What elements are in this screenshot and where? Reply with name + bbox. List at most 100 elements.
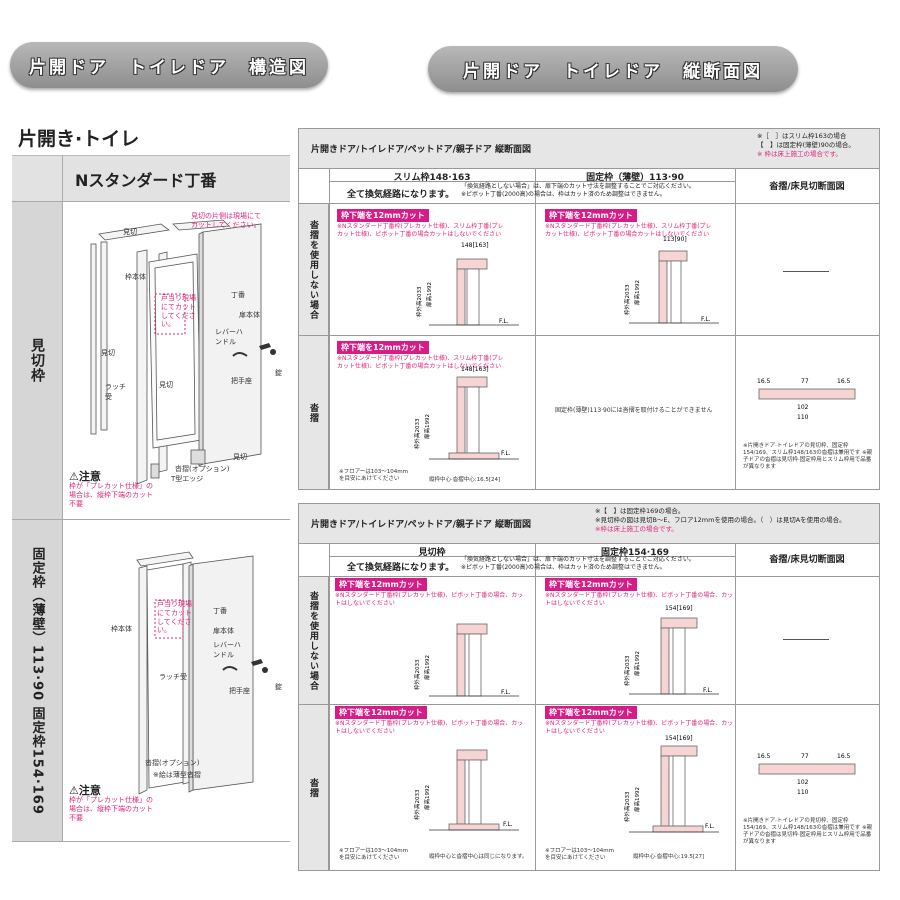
label-mikiri-4: 見切 xyxy=(233,453,247,461)
svg-text:F.L.: F.L. xyxy=(501,689,511,696)
svg-text:扉高1992: 扉高1992 xyxy=(425,282,433,307)
cut-badge-fixed: 枠下端を12mmカット xyxy=(545,209,637,222)
not-applicable-dash xyxy=(783,271,829,272)
svg-text:F.L.: F.L. xyxy=(499,318,509,325)
sill-section-diagram-2: 16.5 77 16.5 102 110 xyxy=(757,753,856,796)
label-mikiri-3: 見切 xyxy=(159,381,173,389)
svg-text:枠外高2033: 枠外高2033 xyxy=(623,791,631,822)
svg-text:F.L.: F.L. xyxy=(503,821,513,828)
svg-text:154[169]: 154[169] xyxy=(665,605,693,612)
svg-text:16.5: 16.5 xyxy=(757,378,771,385)
svg-text:F.L.: F.L. xyxy=(705,823,715,830)
cut-note-2: ※Nスタンダード丁番枠(プレカット仕様)、ピボット丁番の場合、カットはしないでく… xyxy=(335,592,524,608)
section-diagram-fixed154-nosill: 154[169] F.L. 枠外高2033 扉高1992 xyxy=(623,605,719,695)
col-header-mikiri: 見切枠 xyxy=(418,548,446,558)
svg-text:扉高1992: 扉高1992 xyxy=(423,655,431,680)
svg-text:110: 110 xyxy=(797,789,809,796)
all-vent-label-2: 全て換気経路になります。 xyxy=(347,563,455,573)
door-structure-diagram-2 xyxy=(136,551,268,795)
label-sill-note-2: ※絵は薄型沓摺 xyxy=(153,771,201,779)
svg-text:102: 102 xyxy=(797,404,809,411)
row-label-fixed: 固定枠（薄壁）113·90 固定枠154·169 xyxy=(12,520,62,841)
section-diagram-fixed154-sill: 154[169] F.L. 枠外高2033 扉高1992 xyxy=(623,735,719,833)
row-label-mikiri: 見切枠 xyxy=(12,202,62,519)
table1-note3: ※ 枠は床上施工の場合です。 xyxy=(757,149,842,158)
label-latch: ラッチ受 xyxy=(105,383,126,401)
label-hinge-2: 丁番 xyxy=(213,607,227,615)
svg-text:148[163]: 148[163] xyxy=(461,366,489,373)
table-title-1: 片開きドア/トイレドア/ペットドア/親子ドア 縦断面図 xyxy=(311,145,531,155)
structure-row-fixed: 固定枠（薄壁）113·90 固定枠154·169 枠本体 戸当り現場にてカットし… xyxy=(12,520,290,842)
caution-title: ⚠注意 xyxy=(69,470,101,483)
door-structure-diagram-1 xyxy=(90,219,276,485)
label-mikiri-note: 見切の片側は現場にてカットしてください。 xyxy=(191,212,261,229)
section-title-section: 片開ドア トイレドア 縦断面図 xyxy=(428,46,798,92)
center-note-2-2: 縦枠中心·沓摺中心:19.5[27] xyxy=(633,854,705,860)
cut-note-2-sill: ※Nスタンダード丁番枠(プレカット仕様)、ピボット丁番の場合、カットはしないでく… xyxy=(335,720,524,736)
sill-note: ※片開きドア·トイレドアの見切枠、固定枠154/169、スリム枠148/163の… xyxy=(743,443,873,471)
vent-note-2: ※ピボット丁番(2000高)の場合は、枠はカット済のため調整はできません。 xyxy=(461,190,666,198)
table1-note1: ※［ ］はスリム枠163の場合 xyxy=(757,132,847,140)
svg-text:16.5: 16.5 xyxy=(837,378,851,385)
svg-text:F.L.: F.L. xyxy=(703,687,713,694)
structure-row-mikiri: 見切枠 xyxy=(12,202,290,520)
table2-note3: ※枠は床上施工の場合です。 xyxy=(595,524,678,533)
label-doorstop-note: 戸当り現場にてカットしてください。 xyxy=(161,294,196,329)
section-diagram-slim-nosill: 148[163] F.L. xyxy=(429,242,519,326)
vent-note-2-2: ※ピボット丁番(2000高)の場合は、枠はカット済のため調整はできません。 xyxy=(461,563,666,571)
label-latch-2: ラッチ受 xyxy=(159,673,187,681)
svg-text:77: 77 xyxy=(801,753,809,760)
vent-note-2-1: 「換気経路としない場合」は、扉下端のカット寸法を調整することでご対応ください。 xyxy=(461,556,695,563)
svg-text:枠外高2033: 枠外高2033 xyxy=(413,659,421,690)
panel-header: Nスタンダード丁番 xyxy=(12,156,290,202)
caution-title-2: ⚠注意 xyxy=(69,784,101,797)
center-note-2-1: 縦枠中心と沓摺中心は同じになります。 xyxy=(429,854,528,860)
row-label-no-sill: 沓摺を使用しない場合 xyxy=(299,204,329,335)
svg-text:16.5: 16.5 xyxy=(757,753,771,760)
label-t-edge: T型エッジ xyxy=(171,475,204,483)
floor-note-2-fixed: ※フロアーは103～104mmを目安にあけてください xyxy=(545,848,614,862)
svg-text:枠外高2033: 枠外高2033 xyxy=(623,284,631,315)
table1-note2: 【 】は固定枠(薄壁)90の場合。 xyxy=(757,140,855,149)
caution-body-2: 枠が「プレカット仕様」の場合は、縦枠下端のカット不要 xyxy=(69,796,153,823)
all-vent-label: 全て換気経路になります。 xyxy=(347,190,455,200)
section-diagram-mikiri-nosill: F.L. 枠外高2033 扉高1992 xyxy=(413,623,519,697)
floor-note-2: ※フロアーは103～104mmを目安にあけてください xyxy=(339,848,408,862)
structure-diagram-fixed: 枠本体 戸当り現場にてカットしてください。 丁番 扉本体 レバーハンドル ラッチ… xyxy=(62,520,290,841)
label-hinge: 丁番 xyxy=(231,291,245,299)
svg-text:扉高1992: 扉高1992 xyxy=(423,785,431,810)
label-lever-handle-2: レバーハンドル xyxy=(213,641,241,659)
label-handle-plate-2: 把手座 xyxy=(229,687,250,695)
row-label-sill-2: 沓摺 xyxy=(299,705,329,870)
svg-text:扉高1992: 扉高1992 xyxy=(633,651,641,676)
label-frame-body-2: 枠本体 xyxy=(111,625,132,633)
cut-note-2-fixed-sill: ※Nスタンダード丁番枠(プレカット仕様)、ピボット丁番の場合、カットはしないでく… xyxy=(545,720,734,736)
label-handle-plate: 把手座 xyxy=(231,377,252,385)
section-table-2: 片開きドア/トイレドア/ペットドア/親子ドア 縦断面図 ※【 】は固定枠169の… xyxy=(298,503,880,871)
svg-text:枠外高2033: 枠外高2033 xyxy=(415,286,423,317)
sill-section-diagram-1: 16.5 77 16.5 102 110 xyxy=(757,378,856,421)
svg-text:枠外高2033: 枠外高2033 xyxy=(623,655,631,686)
section-diagram-mikiri-sill: F.L. 枠外高2033 扉高1992 xyxy=(413,749,519,831)
not-applicable-dash-2 xyxy=(783,639,829,640)
cut-note: ※Nスタンダード丁番枠(プレカット仕様)、スリム枠丁番(プレカット仕様)、ピボッ… xyxy=(337,223,504,239)
cut-badge-2: 枠下端を12mmカット xyxy=(335,578,427,591)
svg-text:110: 110 xyxy=(797,414,809,421)
section-title-structure: 片開ドア トイレドア 構造図 xyxy=(10,42,328,88)
svg-text:枠外高2033: 枠外高2033 xyxy=(413,418,421,449)
label-lock: 錠 xyxy=(275,369,282,377)
table2-note1: ※【 】は固定枠169の場合。 xyxy=(595,507,685,515)
label-door-leaf-2: 扉本体 xyxy=(213,627,234,635)
vent-note-1: 「換気経路としない場合」は、扉下端のカット寸法を調整することでご対応ください。 xyxy=(461,183,695,190)
svg-text:枠外高2033: 枠外高2033 xyxy=(413,789,421,820)
svg-text:77: 77 xyxy=(801,378,809,385)
section-table-1: 片開きドア/トイレドア/ペットドア/親子ドア 縦断面図 ※［ ］はスリム枠163… xyxy=(298,128,880,490)
panel-title: 片開き·トイレ xyxy=(12,118,290,156)
cut-badge-2-fixed: 枠下端を12mmカット xyxy=(545,578,637,591)
cut-badge-2-sill: 枠下端を12mmカット xyxy=(335,706,427,719)
svg-text:16.5: 16.5 xyxy=(837,753,851,760)
section-diagram-slim-sill: 148[163] F.L. 枠外高2033 扉高1992 xyxy=(413,366,519,460)
col-header-fixed-thin: 固定枠（薄壁）113·90 xyxy=(586,173,684,183)
svg-text:扉高1992: 扉高1992 xyxy=(633,280,641,305)
label-doorstop-note-2: 戸当り現場にてカットしてください。 xyxy=(157,600,192,635)
